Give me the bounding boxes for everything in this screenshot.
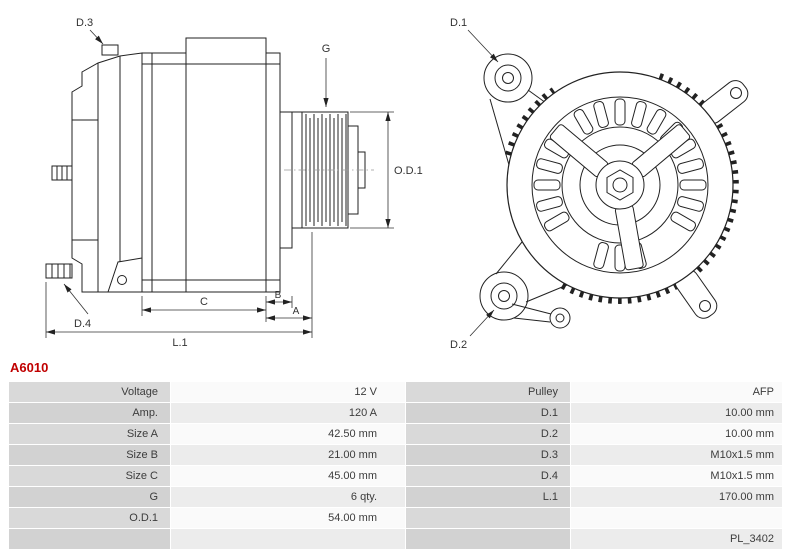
spec-value: 170.00 mm bbox=[570, 486, 783, 508]
spec-value: 42.50 mm bbox=[170, 423, 406, 445]
alternator-front-view bbox=[479, 53, 749, 329]
spec-value: AFP bbox=[570, 381, 783, 403]
spec-label: O.D.1 bbox=[8, 507, 171, 529]
leader-d3 bbox=[89, 29, 104, 45]
front-view-leaders bbox=[467, 29, 499, 337]
spec-value: 45.00 mm bbox=[170, 465, 406, 487]
front-bracket-nose bbox=[279, 111, 293, 249]
dim-label-g: G bbox=[322, 43, 331, 55]
dim-label-c: C bbox=[200, 296, 208, 308]
technical-diagram: D.3 D.4 G O.D.1 C B A L.1 bbox=[45, 17, 749, 351]
dim-label-l1: L.1 bbox=[172, 337, 187, 349]
spec-row: PL_3402 bbox=[8, 528, 783, 550]
mounting-foot bbox=[107, 257, 143, 293]
spec-label: Size B bbox=[8, 444, 171, 466]
spec-label: D.4 bbox=[405, 465, 571, 487]
spec-label: D.3 bbox=[405, 444, 571, 466]
side-view-dimensions bbox=[45, 29, 394, 338]
spec-label bbox=[405, 528, 571, 550]
leader-d1 bbox=[467, 29, 499, 63]
spec-label: D.2 bbox=[405, 423, 571, 445]
spec-label: D.1 bbox=[405, 402, 571, 424]
dim-label-d1: D.1 bbox=[450, 17, 467, 29]
spec-value: 10.00 mm bbox=[570, 402, 783, 424]
spec-label: Amp. bbox=[8, 402, 171, 424]
bottom-boss bbox=[549, 307, 571, 329]
dim-label-b: B bbox=[275, 290, 282, 301]
top-mounting-lug bbox=[483, 53, 533, 103]
spec-row: O.D.1 54.00 mm bbox=[8, 507, 783, 529]
spec-value: 12 V bbox=[170, 381, 406, 403]
spec-row: Voltage 12 V Pulley AFP bbox=[8, 381, 783, 403]
spec-table: Voltage 12 V Pulley AFP Amp. 120 A D.1 1… bbox=[8, 381, 783, 550]
dim-label-od1: O.D.1 bbox=[394, 165, 423, 177]
spec-value: 54.00 mm bbox=[170, 507, 406, 529]
leader-d4 bbox=[63, 283, 89, 315]
main-body-outline bbox=[141, 37, 281, 293]
spec-row: Size B 21.00 mm D.3 M10x1.5 mm bbox=[8, 444, 783, 466]
spec-label bbox=[405, 507, 571, 529]
dim-label-d2: D.2 bbox=[450, 339, 467, 351]
spec-value: 21.00 mm bbox=[170, 444, 406, 466]
spec-row: Amp. 120 A D.1 10.00 mm bbox=[8, 402, 783, 424]
spec-value: 120 A bbox=[170, 402, 406, 424]
spec-row: Size A 42.50 mm D.2 10.00 mm bbox=[8, 423, 783, 445]
shaft-nut bbox=[606, 169, 634, 201]
spec-value bbox=[170, 528, 406, 550]
spec-label: Size C bbox=[8, 465, 171, 487]
spec-label: L.1 bbox=[405, 486, 571, 508]
spec-value bbox=[570, 507, 783, 529]
rear-housing-outline bbox=[71, 52, 143, 293]
spec-row: G 6 qty. L.1 170.00 mm bbox=[8, 486, 783, 508]
dim-label-a: A bbox=[293, 306, 300, 317]
spec-label: Voltage bbox=[8, 381, 171, 403]
dim-label-d3: D.3 bbox=[76, 17, 93, 29]
bottom-stud bbox=[45, 263, 73, 279]
spec-label: G bbox=[8, 486, 171, 508]
spec-value: 10.00 mm bbox=[570, 423, 783, 445]
hole-d1 bbox=[502, 72, 514, 84]
spec-label bbox=[8, 528, 171, 550]
spec-row: Size C 45.00 mm D.4 M10x1.5 mm bbox=[8, 465, 783, 487]
spec-label: Size A bbox=[8, 423, 171, 445]
spec-value: 6 qty. bbox=[170, 486, 406, 508]
leader-d2 bbox=[469, 309, 495, 337]
part-number: A6010 bbox=[10, 360, 49, 375]
spec-value: M10x1.5 mm bbox=[570, 444, 783, 466]
spec-label: Pulley bbox=[405, 381, 571, 403]
spec-value: M10x1.5 mm bbox=[570, 465, 783, 487]
alternator-side-view bbox=[45, 37, 374, 293]
dim-label-d4: D.4 bbox=[74, 318, 91, 330]
top-stud bbox=[101, 44, 119, 56]
plate-code-cell: PL_3402 bbox=[570, 528, 783, 550]
hole-d2 bbox=[498, 290, 510, 302]
bottom-mounting-lug bbox=[479, 271, 529, 321]
